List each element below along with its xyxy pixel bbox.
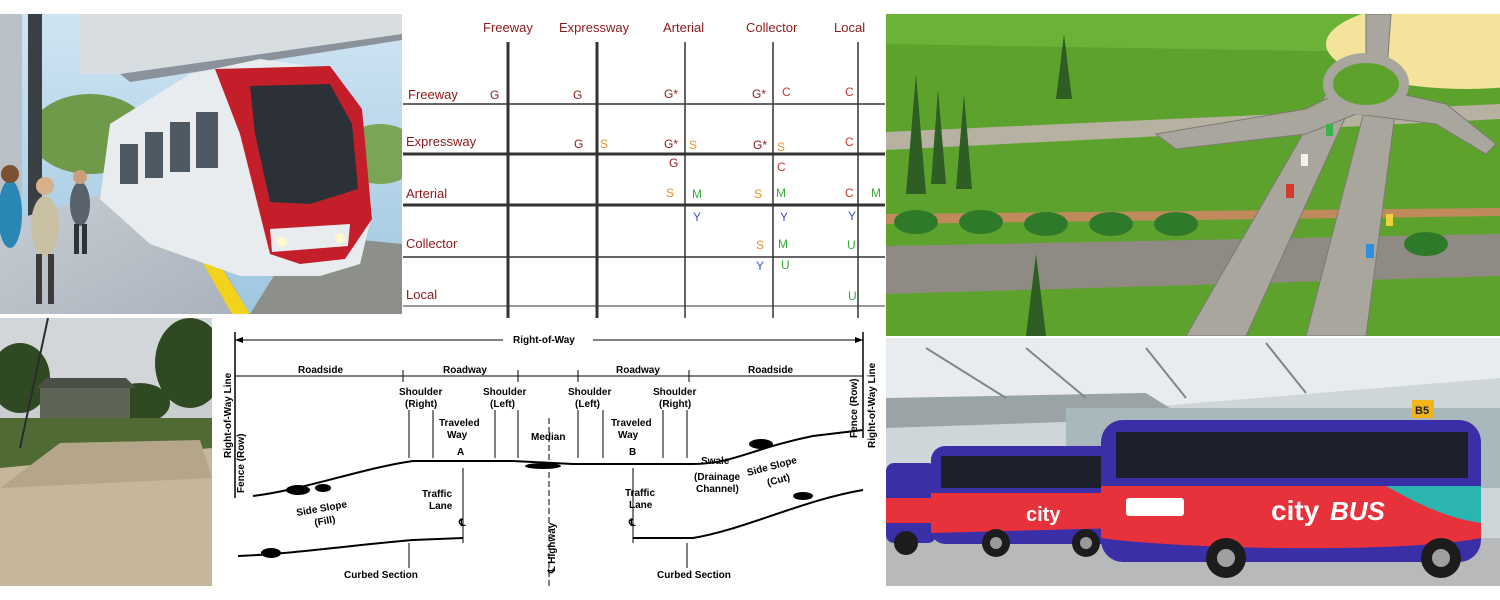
label-fence-right: Fence (Row) <box>849 379 860 438</box>
cell-s: S <box>754 187 762 201</box>
cell-y: Y <box>693 210 701 224</box>
cell-y: Y <box>756 259 764 273</box>
label-side-slope-fill-b: (Fill) <box>314 514 337 528</box>
label-centerline: ℄ <box>628 518 636 529</box>
interchange-matrix: Freeway Expressway Arterial Collector Lo… <box>403 0 885 318</box>
label-lane: Lane <box>629 500 653 511</box>
cell-c: C <box>777 160 786 174</box>
cell-g-star: G* <box>664 137 678 151</box>
label-side-slope-cut: Side Slope <box>746 455 799 479</box>
cell-m: M <box>778 237 788 251</box>
cell-c: C <box>845 85 854 99</box>
cell-g: G <box>490 88 499 102</box>
label-shoulder: Shoulder <box>568 387 611 398</box>
cell-u: U <box>781 258 790 272</box>
label-row-line-right: Right-of-Way Line <box>867 362 878 448</box>
label-side-slope-cut-b: (Cut) <box>766 472 791 489</box>
col-header-arterial: Arterial <box>663 20 704 35</box>
col-header-freeway: Freeway <box>483 20 533 35</box>
label-lane-a: A <box>457 447 464 458</box>
row-header-arterial: Arterial <box>406 186 447 201</box>
label-drainage: (Drainage <box>694 472 741 483</box>
label-curbed-section-right: Curbed Section <box>657 570 731 581</box>
label-traveled: Traveled <box>439 418 480 429</box>
cell-g-star: G* <box>664 87 678 101</box>
label-centerline: ℄ <box>458 518 466 529</box>
citybus-photo: B5 city city BUS <box>886 338 1500 586</box>
cell-s: S <box>600 137 608 151</box>
label-shoulder-side: (Left) <box>575 399 600 410</box>
cell-g: G <box>573 88 582 102</box>
cell-u: U <box>847 238 856 252</box>
label-drainage-channel: Channel) <box>696 484 739 495</box>
label-lane-b: B <box>629 447 636 458</box>
cell-s: S <box>689 138 697 152</box>
label-way: Way <box>618 430 639 441</box>
label-shoulder: Shoulder <box>653 387 696 398</box>
label-lane: Lane <box>429 501 453 512</box>
cell-m: M <box>776 186 786 200</box>
label-roadside-left: Roadside <box>298 365 343 376</box>
cell-g-star: G* <box>752 87 766 101</box>
col-header-collector: Collector <box>746 20 798 35</box>
label-shoulder-side: (Right) <box>405 399 437 410</box>
cell-s: S <box>756 238 764 252</box>
cell-m: M <box>871 186 881 200</box>
label-median: Median <box>531 432 565 443</box>
interchange-aerial-render <box>886 14 1500 336</box>
label-shoulder: Shoulder <box>399 387 442 398</box>
row-header-collector: Collector <box>406 236 458 251</box>
col-header-expressway: Expressway <box>559 20 630 35</box>
label-fence-left: Fence (Row) <box>236 434 247 493</box>
col-header-local: Local <box>834 20 865 35</box>
label-highway-centerline: ℄ Highway <box>547 522 558 574</box>
cell-s: S <box>777 140 785 154</box>
row-header-local: Local <box>406 287 437 302</box>
cell-s: S <box>666 186 674 200</box>
cell-c: C <box>782 85 791 99</box>
label-row-line-left: Right-of-Way Line <box>223 372 234 458</box>
label-shoulder: Shoulder <box>483 387 526 398</box>
label-roadway-left: Roadway <box>443 365 487 376</box>
bus-stop-sign: B5 <box>1415 405 1429 417</box>
cell-m: M <box>692 187 702 201</box>
label-traffic: Traffic <box>625 488 655 499</box>
label-roadside-right: Roadside <box>748 365 793 376</box>
row-header-expressway: Expressway <box>406 134 477 149</box>
cell-y: Y <box>780 210 788 224</box>
light-rail-photo <box>0 14 402 314</box>
label-traveled: Traveled <box>611 418 652 429</box>
label-traffic: Traffic <box>422 489 452 500</box>
label-roadway-right: Roadway <box>616 365 660 376</box>
brand-city: city <box>1026 504 1061 526</box>
brand-city: city <box>1271 495 1320 526</box>
label-way: Way <box>447 430 468 441</box>
row-header-freeway: Freeway <box>408 87 458 102</box>
label-right-of-way: Right-of-Way <box>513 335 575 346</box>
cell-g: G <box>669 156 678 170</box>
label-shoulder-side: (Right) <box>659 399 691 410</box>
cell-u: U <box>848 289 857 303</box>
label-curbed-section-left: Curbed Section <box>344 570 418 581</box>
label-shoulder-side: (Left) <box>490 399 515 410</box>
cell-g: G <box>574 137 583 151</box>
cell-g-star: G* <box>753 138 767 152</box>
road-cross-section-diagram: Right-of-Way Roadside Roadway Roadway Ro… <box>213 318 885 586</box>
cell-c: C <box>845 186 854 200</box>
cell-y: Y <box>848 209 856 223</box>
cell-c: C <box>845 135 854 149</box>
rural-road-photo <box>0 318 212 586</box>
brand-bus: BUS <box>1330 496 1386 526</box>
